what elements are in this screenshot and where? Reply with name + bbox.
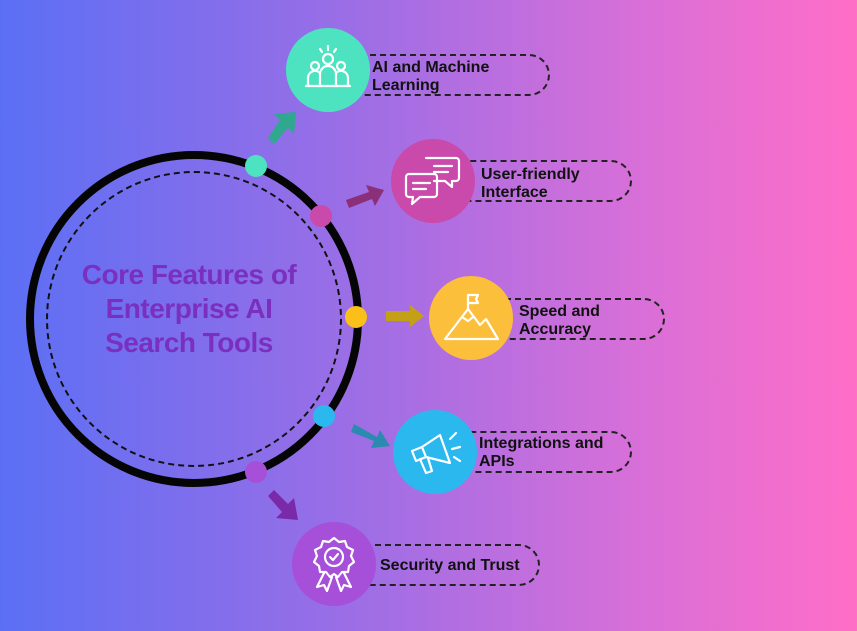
arrow-5	[268, 490, 298, 520]
center-title: Core Features of Enterprise AI Search To…	[81, 259, 297, 358]
feature-label-4: Integrations and APIs	[479, 435, 604, 470]
feature-pill-2	[440, 160, 632, 202]
arrow-3	[386, 305, 424, 327]
arrow-2	[346, 185, 384, 208]
feature-circle-5	[292, 522, 376, 606]
feature-circle-1	[286, 28, 370, 112]
feature-label-1: AI and Machine Learning	[372, 59, 490, 94]
ring-dot-4	[313, 405, 335, 427]
arrow-4	[351, 424, 390, 448]
feature-pill-5	[345, 544, 540, 586]
chat-bubbles-icon	[404, 156, 461, 206]
arrow-1	[268, 112, 296, 144]
feature-label-3: Speed and Accuracy	[519, 303, 600, 338]
award-badge-icon	[312, 536, 356, 593]
people-icon	[304, 44, 352, 88]
feature-label-5: Security and Trust	[380, 557, 520, 574]
ring-dot-3	[345, 306, 367, 328]
inner-dashed-ring	[46, 171, 342, 467]
ring-dot-5	[245, 461, 267, 483]
feature-circle-3	[429, 276, 513, 360]
megaphone-icon	[410, 431, 462, 475]
feature-pill-4	[440, 431, 632, 473]
ring-dot-1	[245, 155, 267, 177]
feature-pill-3	[475, 298, 665, 340]
feature-pill-1	[330, 54, 550, 96]
ring-dot-2	[310, 205, 332, 227]
feature-circle-2	[391, 139, 475, 223]
mountain-flag-icon	[443, 293, 500, 341]
feature-circle-4	[393, 410, 477, 494]
feature-label-2: User-friendly Interface	[481, 166, 580, 201]
